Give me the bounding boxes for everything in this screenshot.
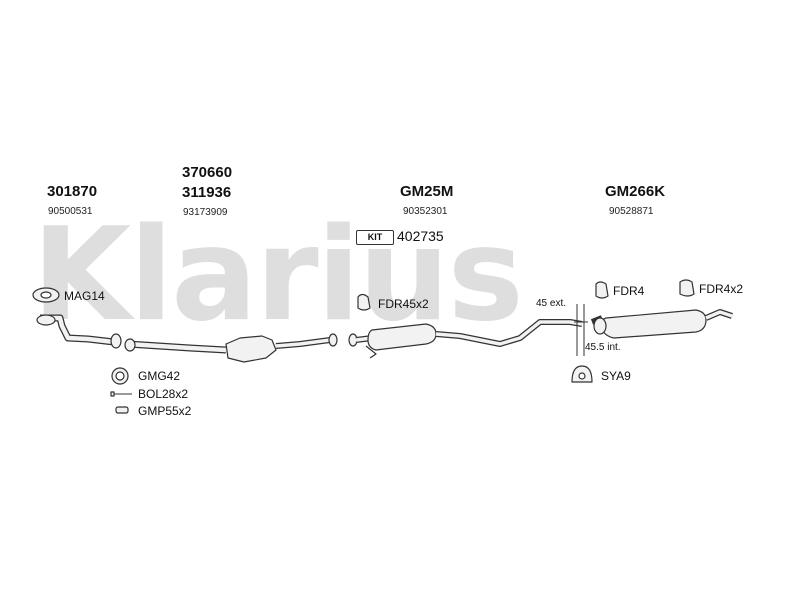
catalyst-section-370660: [124, 333, 338, 363]
part-code-gm266k: GM266K: [605, 183, 666, 200]
rubber-mount-icon-fdr4: [595, 281, 609, 299]
oem-number: 90528871: [609, 206, 654, 217]
oem-number: 90500531: [48, 206, 93, 217]
part-label-bol28: BOL28x2: [138, 387, 189, 401]
front-pipe-301870: [36, 314, 122, 349]
kit-number: 402735: [397, 228, 444, 244]
rear-silencer-gm266k: [590, 309, 733, 339]
dimension-int: 45.5 int.: [585, 342, 621, 353]
part-code-311936: 311936: [182, 184, 232, 201]
brand-watermark: Klarius: [32, 201, 524, 350]
bolt-icon: [110, 391, 132, 397]
oem-number: 90352301: [403, 206, 448, 217]
part-label-fdr4x2: FDR4x2: [699, 282, 744, 296]
part-label-fdr4: FDR4: [613, 284, 645, 298]
flange-gasket-icon: [32, 287, 60, 303]
part-label-fdr45: FDR45x2: [378, 297, 429, 311]
part-code-370660: 370660: [182, 164, 233, 181]
part-code-301870: 301870: [47, 183, 98, 200]
gasket-small-icon: [115, 406, 129, 414]
oem-number: 93173909: [183, 207, 228, 218]
gasket-ring-icon: [111, 367, 129, 385]
rubber-mount-icon-fdr4x2: [679, 279, 695, 297]
rubber-mount-icon-fdr45: [357, 293, 371, 311]
catalytic-converter: [225, 335, 277, 363]
part-label-gmg42: GMG42: [138, 369, 181, 383]
part-code-gm25m: GM25M: [400, 183, 454, 200]
part-label-mag14: MAG14: [64, 289, 105, 303]
part-label-gmp55: GMP55x2: [138, 404, 192, 418]
clamp-icon-sya9: [571, 365, 593, 383]
centre-silencer-gm25m: [348, 319, 583, 359]
kit-badge: KIT: [356, 230, 394, 245]
dimension-markers: [574, 304, 588, 356]
dimension-ext: 45 ext.: [536, 298, 567, 309]
part-label-sya9: SYA9: [601, 369, 631, 383]
